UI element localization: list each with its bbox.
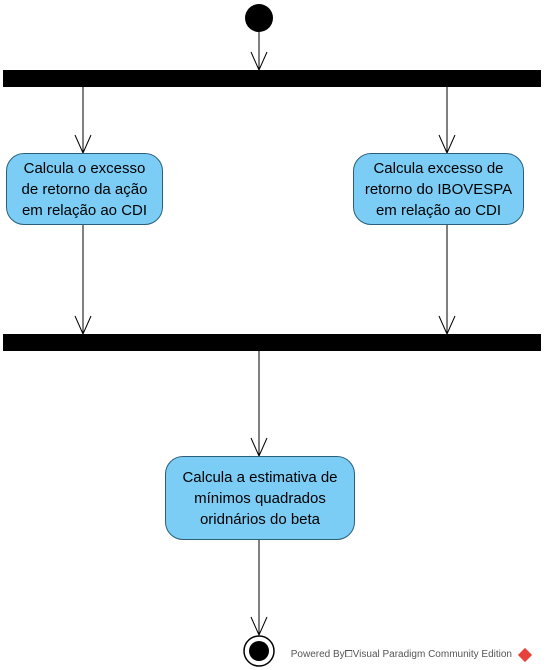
action-excess-return-stock[interactable]: Calcula o excesso de retorno da ação em …	[6, 153, 163, 225]
action-label: Calcula excesso de retorno do IBOVESPA e…	[364, 159, 513, 219]
visual-paradigm-logo-icon	[517, 647, 533, 662]
join-bar	[3, 334, 541, 351]
action-label: Calcula o excesso de retorno da ação em …	[21, 159, 148, 219]
action-label: Calcula a estimativa de mínimos quadrado…	[182, 468, 338, 528]
final-node-inner	[249, 641, 269, 661]
initial-node	[245, 4, 273, 32]
action-excess-return-ibovespa[interactable]: Calcula excesso de retorno do IBOVESPA e…	[353, 153, 524, 225]
fork-bar	[3, 70, 541, 87]
watermark-text: Powered By⧠Visual Paradigm Community Edi…	[290, 649, 512, 660]
action-ols-beta-estimate[interactable]: Calcula a estimativa de mínimos quadrado…	[165, 456, 355, 540]
watermark: Powered By⧠Visual Paradigm Community Edi…	[290, 647, 533, 662]
arrowhead	[250, 616, 268, 637]
